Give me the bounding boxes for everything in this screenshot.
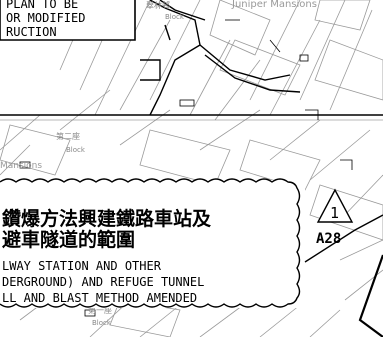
mansions-label: Mansions [0,161,42,171]
top-note-line1: PLAN TO BE [6,0,78,11]
revision-triangle-icon [316,188,354,223]
estate-tag-top: 翠林邨 [146,0,170,10]
block-label-mid: Block [66,146,86,154]
amendment-cn-line2: 避車隧道的範圍 [2,228,135,251]
block-label-bottom: Block [92,319,112,327]
revision-ref: A28 [316,231,341,247]
block-cn-label-mid: 第二座 [56,131,80,141]
block-label-top: Block [165,13,185,21]
detail-marks [19,19,353,317]
revision-number: 1 [330,204,339,222]
area-outline [358,254,383,337]
amendment-en-line2: DERGROUND) AND REFUGE TUNNEL [2,275,204,289]
road-lines [0,0,383,121]
amendment-en-line1: LWAY STATION AND OTHER [2,259,162,273]
top-note-line3: RUCTION [6,25,57,39]
leader-line [304,214,383,263]
revision-marker: 1 A28 [304,188,383,337]
top-note-line2: OR MODIFIED [6,11,85,25]
amendment-cloud: 鑽爆方法興建鐵路車站及 避車隧道的範圍 LWAY STATION AND OTH… [0,178,305,308]
block-cn-label-bottom: 第一座 [88,305,112,315]
amendment-en-line3: LL AND BLAST METHOD AMENDED [2,291,197,305]
amendment-cn-line1: 鑽爆方法興建鐵路車站及 [2,207,212,230]
top-note-box: PLAN TO BE OR MODIFIED RUCTION [0,0,136,41]
juniper-mansions-label: Juniper Mansions [231,0,317,10]
